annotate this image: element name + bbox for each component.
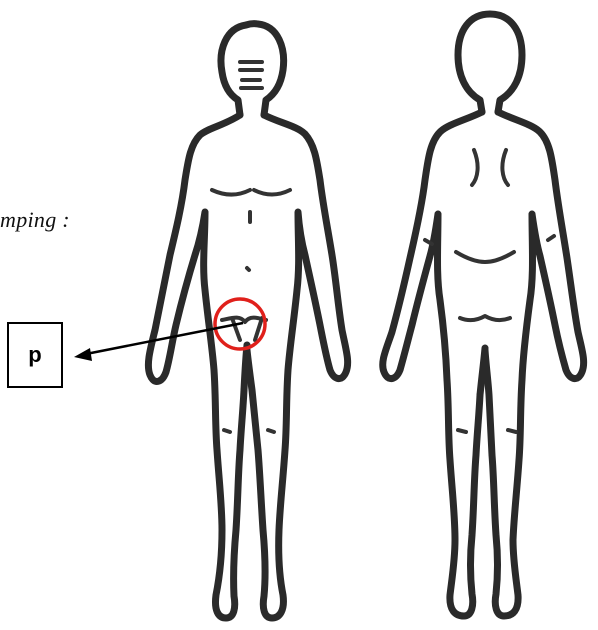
back-left-outline <box>383 112 482 616</box>
front-face <box>240 62 262 88</box>
front-left-outline <box>148 115 244 618</box>
front-chest-detail <box>212 190 290 340</box>
front-inner-legs <box>244 345 247 390</box>
front-body-figure <box>148 24 347 618</box>
back-head <box>458 14 522 112</box>
back-knees <box>458 430 516 432</box>
marker-label-box: p <box>7 322 63 388</box>
back-right-outline <box>485 112 584 616</box>
front-right-outline <box>247 115 348 618</box>
back-inner-legs <box>480 348 485 395</box>
front-knees <box>224 430 274 432</box>
back-body-figure <box>383 14 584 616</box>
